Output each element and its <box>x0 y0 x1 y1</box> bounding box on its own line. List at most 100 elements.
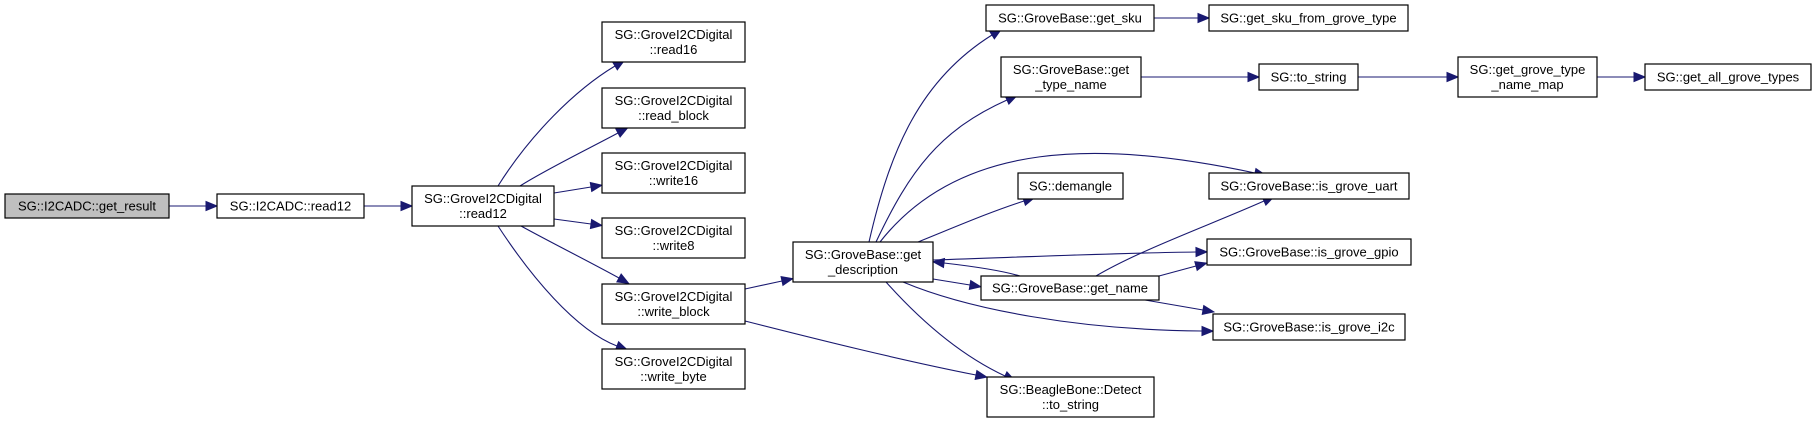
edge-get_result-to-i2cadc_read12 <box>169 200 219 212</box>
node-label: SG::GroveBase::is_grove_uart <box>1220 178 1397 193</box>
edge-line <box>885 281 1006 377</box>
node-get-description[interactable]: SG::GroveBase::get_description <box>792 241 934 283</box>
edge-get_description-to-get_name <box>932 278 983 291</box>
node-label: SG::get_all_grove_types <box>1657 69 1800 84</box>
node-label: SG::I2CADC::read12 <box>230 198 351 213</box>
node-box[interactable] <box>601 21 746 63</box>
edge-line <box>932 251 1197 261</box>
arrowhead-icon <box>931 257 946 269</box>
node-get-all-grove-types[interactable]: SG::get_all_grove_types <box>1644 63 1812 91</box>
edge-line <box>1144 299 1204 311</box>
node-get-grove-type-name-map[interactable]: SG::get_grove_type_name_map <box>1457 56 1598 98</box>
node-bb-to-string[interactable]: SG::BeagleBone::Detect::to_string <box>986 376 1155 418</box>
node-write-byte[interactable]: SG::GroveI2CDigital::write_byte <box>601 348 746 390</box>
node-demangle[interactable]: SG::demangle <box>1017 172 1124 200</box>
node-box[interactable] <box>4 193 170 219</box>
node-box[interactable] <box>1644 63 1812 91</box>
node-is-grove-gpio[interactable]: SG::GroveBase::is_grove_gpio <box>1206 238 1412 266</box>
node-box[interactable] <box>601 217 746 259</box>
edge-write_block-to-bb_to_string <box>744 320 989 381</box>
node-to-string[interactable]: SG::to_string <box>1258 63 1359 91</box>
edge-line <box>520 225 620 279</box>
node-i2cadc-read12[interactable]: SG::I2CADC::read12 <box>216 193 365 219</box>
node-get-sku-from-grove-type[interactable]: SG::get_sku_from_grove_type <box>1208 4 1409 32</box>
node-box[interactable] <box>1258 63 1359 91</box>
edge-line <box>553 218 592 225</box>
edge-line <box>497 65 616 187</box>
arrowhead-icon <box>205 200 219 212</box>
node-box[interactable] <box>1000 56 1142 98</box>
edge-get_grove_type_name_map-to-get_all_grove_types <box>1597 71 1647 83</box>
node-box[interactable] <box>601 87 746 129</box>
edge-grove_read12-to-write8 <box>553 218 604 230</box>
node-box[interactable] <box>411 185 555 227</box>
node-is-grove-uart[interactable]: SG::GroveBase::is_grove_uart <box>1208 172 1410 200</box>
node-box[interactable] <box>980 275 1160 301</box>
node-box[interactable] <box>1206 238 1412 266</box>
edge-line <box>879 152 1256 243</box>
node-box[interactable] <box>1208 4 1409 32</box>
node-label: SG::GroveI2CDigital <box>615 93 733 108</box>
node-grove-read12[interactable]: SG::GroveI2CDigital::read12 <box>411 185 555 227</box>
node-label: _name_map <box>1490 77 1563 92</box>
node-label: SG::GroveBase::get <box>1013 62 1130 77</box>
arrowhead-icon <box>589 218 604 230</box>
node-is-grove-i2c[interactable]: SG::GroveBase::is_grove_i2c <box>1212 313 1406 341</box>
node-read16[interactable]: SG::GroveI2CDigital::read16 <box>601 21 746 63</box>
edge-get_description-to-get_type_name <box>875 94 1019 243</box>
node-get-name[interactable]: SG::GroveBase::get_name <box>980 275 1160 301</box>
node-get-type-name[interactable]: SG::GroveBase::get_type_name <box>1000 56 1142 98</box>
node-box[interactable] <box>601 348 746 390</box>
edge-get_description-to-get_sku <box>868 28 1003 243</box>
node-write8[interactable]: SG::GroveI2CDigital::write8 <box>601 217 746 259</box>
edge-line <box>744 320 977 376</box>
node-read-block[interactable]: SG::GroveI2CDigital::read_block <box>601 87 746 129</box>
edge-line <box>917 200 1025 243</box>
node-box[interactable] <box>1457 56 1598 98</box>
edge-line <box>519 132 619 187</box>
node-label: SG::get_sku_from_grove_type <box>1220 10 1396 25</box>
arrowhead-icon <box>400 200 414 212</box>
node-box[interactable] <box>792 241 934 283</box>
node-box[interactable] <box>601 152 746 194</box>
node-label: ::write_block <box>637 304 710 319</box>
node-label: SG::BeagleBone::Detect <box>1000 382 1142 397</box>
node-box[interactable] <box>986 376 1155 418</box>
edge-line <box>902 281 1203 332</box>
arrowhead-icon <box>1201 325 1215 337</box>
arrowhead-icon <box>615 127 629 138</box>
node-write-block[interactable]: SG::GroveI2CDigital::write_block <box>601 283 746 325</box>
edge-line <box>744 280 783 290</box>
node-box[interactable] <box>1212 313 1406 341</box>
node-box[interactable] <box>216 193 365 219</box>
node-box[interactable] <box>601 283 746 325</box>
arrowhead-icon <box>780 275 795 287</box>
edge-line <box>932 278 971 286</box>
node-box[interactable] <box>1208 172 1410 200</box>
arrowhead-icon <box>589 181 604 193</box>
node-label: ::read16 <box>650 42 698 57</box>
node-get-result[interactable]: SG::I2CADC::get_result <box>4 193 170 219</box>
arrowhead-icon <box>1197 12 1211 24</box>
edge-get_description-to-is_grove_i2c <box>902 281 1215 337</box>
edge-get_name-to-is_grove_i2c <box>1144 299 1216 316</box>
nodes-layer: SG::I2CADC::get_result SG::I2CADC::read12… <box>4 4 1812 418</box>
arrowhead-icon <box>974 369 989 381</box>
node-label: SG::GroveI2CDigital <box>615 158 733 173</box>
node-label: SG::GroveBase::get_name <box>992 280 1148 295</box>
node-label: ::read12 <box>459 206 507 221</box>
node-label: _type_name <box>1034 77 1107 92</box>
node-box[interactable] <box>1017 172 1124 200</box>
node-label: SG::GroveI2CDigital <box>615 354 733 369</box>
edge-to_string-to-get_grove_type_name_map <box>1358 71 1460 83</box>
node-box[interactable] <box>985 4 1155 32</box>
node-label: SG::GroveBase::is_grove_gpio <box>1219 244 1398 259</box>
edge-line <box>553 186 592 194</box>
node-get-sku[interactable]: SG::GroveBase::get_sku <box>985 4 1155 32</box>
arrowhead-icon <box>1247 71 1261 83</box>
node-label: ::write8 <box>653 238 695 253</box>
edges-layer <box>169 12 1647 382</box>
edge-get_type_name-to-to_string <box>1141 71 1261 83</box>
node-write16[interactable]: SG::GroveI2CDigital::write16 <box>601 152 746 194</box>
